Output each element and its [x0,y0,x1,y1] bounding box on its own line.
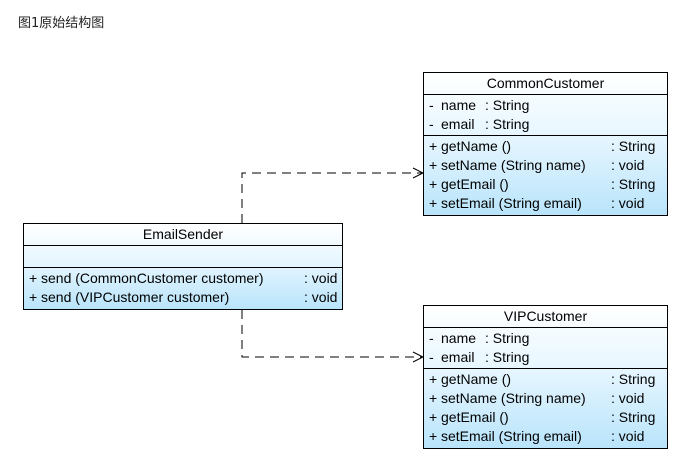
class-name: CommonCustomer [424,73,667,95]
methods-section: + send (CommonCustomer customer) : void … [24,268,342,308]
attributes-section: - name : String - email : String [424,95,667,136]
methods-section: + getName () : String + setName (String … [424,369,667,447]
figure-caption: 图1原始结构图 [18,16,105,31]
dependency-line-vip [241,310,423,358]
attributes-section: - name : String - email : String [424,328,667,369]
method-row: + getEmail () : String [429,176,656,192]
method-row: + getName () : String [429,371,656,387]
method-row: + setName (String name) : void [429,390,645,406]
class-email-sender[interactable]: EmailSender + send (CommonCustomer custo… [23,223,343,310]
class-name: EmailSender [24,224,342,246]
method-row: + setEmail (String email) : void [429,428,645,444]
dependency-line-common [241,172,423,223]
attribute-row: - name : String [429,97,530,113]
method-row: + getName () : String [429,138,656,154]
class-name: VIPCustomer [424,306,667,328]
method-row: + send (VIPCustomer customer) : void [29,289,338,305]
attribute-row: - email : String [429,116,530,132]
class-vip-customer[interactable]: VIPCustomer - name : String - email : St… [423,305,668,449]
attribute-row: - email : String [429,349,530,365]
method-row: + setName (String name) : void [429,157,645,173]
methods-section: + getName () : String + setName (String … [424,136,667,214]
attribute-row: - name : String [429,330,530,346]
method-row: + setEmail (String email) : void [429,195,645,211]
attributes-section [24,246,342,268]
method-row: + getEmail () : String [429,409,656,425]
class-common-customer[interactable]: CommonCustomer - name : String - email :… [423,72,668,216]
method-row: + send (CommonCustomer customer) : void [29,270,338,286]
